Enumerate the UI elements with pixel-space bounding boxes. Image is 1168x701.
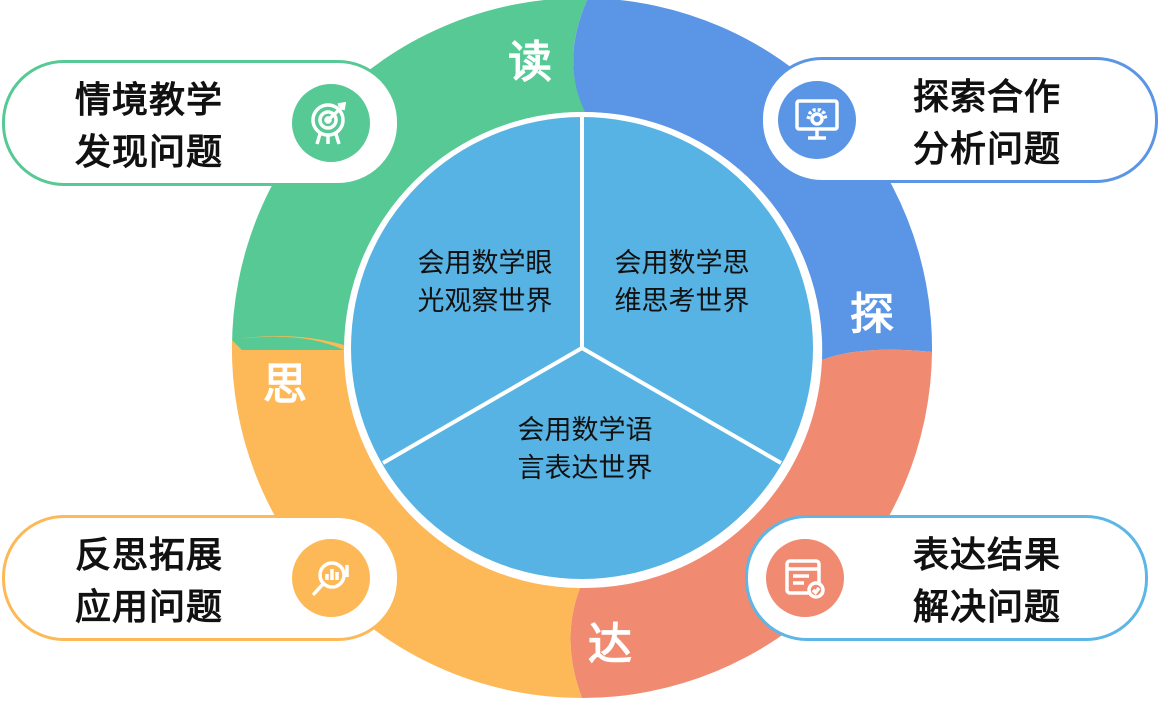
text-line: 维思考世界 bbox=[614, 286, 750, 317]
text-line: 反思拓展 bbox=[75, 535, 224, 576]
text-line: 分析问题 bbox=[913, 129, 1062, 170]
text-line: 会用数学思 bbox=[614, 248, 750, 279]
magnifier-chart-icon bbox=[292, 539, 370, 617]
callout-text: 情境教学 发现问题 bbox=[75, 75, 223, 179]
callout-cooperative-exploration: 探索合作 分析问题 bbox=[760, 57, 1158, 183]
center-text-think: 会用数学思 维思考世界 bbox=[587, 245, 777, 321]
text-line: 会用数学语 bbox=[517, 415, 653, 446]
callout-situational-teaching: 情境教学 发现问题 bbox=[2, 60, 400, 186]
text-line: 光观察世界 bbox=[417, 286, 553, 317]
ring-segment-orange bbox=[231, 336, 582, 699]
ring-segment-blue bbox=[573, 0, 933, 360]
document-check-icon bbox=[766, 539, 844, 617]
ring-segment-green bbox=[231, 0, 588, 350]
text-line: 探索合作 bbox=[913, 77, 1062, 118]
divider-line bbox=[381, 346, 584, 465]
ring-segment-red bbox=[570, 349, 932, 699]
text-line: 解决问题 bbox=[913, 587, 1062, 628]
text-line: 情境教学 bbox=[75, 80, 224, 121]
text-line: 言表达世界 bbox=[517, 453, 653, 484]
ring-label-express: 达 bbox=[588, 619, 632, 670]
callout-text: 表达结果 解决问题 bbox=[913, 530, 1061, 634]
callout-text: 反思拓展 应用问题 bbox=[75, 530, 223, 634]
text-line: 发现问题 bbox=[75, 132, 224, 173]
ring-label-explore: 探 bbox=[850, 289, 894, 340]
text-line: 会用数学眼 bbox=[417, 248, 553, 279]
ring-label-reflect: 思 bbox=[263, 359, 307, 410]
callout-express-results: 表达结果 解决问题 bbox=[745, 515, 1148, 641]
text-line: 表达结果 bbox=[913, 535, 1062, 576]
center-text-observe: 会用数学眼 光观察世界 bbox=[390, 245, 580, 321]
text-line: 应用问题 bbox=[75, 587, 224, 628]
monitor-gear-icon bbox=[778, 81, 856, 159]
callout-reflection-application: 反思拓展 应用问题 bbox=[2, 515, 400, 641]
ring-label-read: 读 bbox=[508, 37, 552, 88]
divider-line bbox=[580, 346, 783, 465]
callout-text: 探索合作 分析问题 bbox=[913, 72, 1061, 176]
target-icon bbox=[292, 84, 370, 162]
center-text-express: 会用数学语 言表达世界 bbox=[490, 412, 680, 488]
